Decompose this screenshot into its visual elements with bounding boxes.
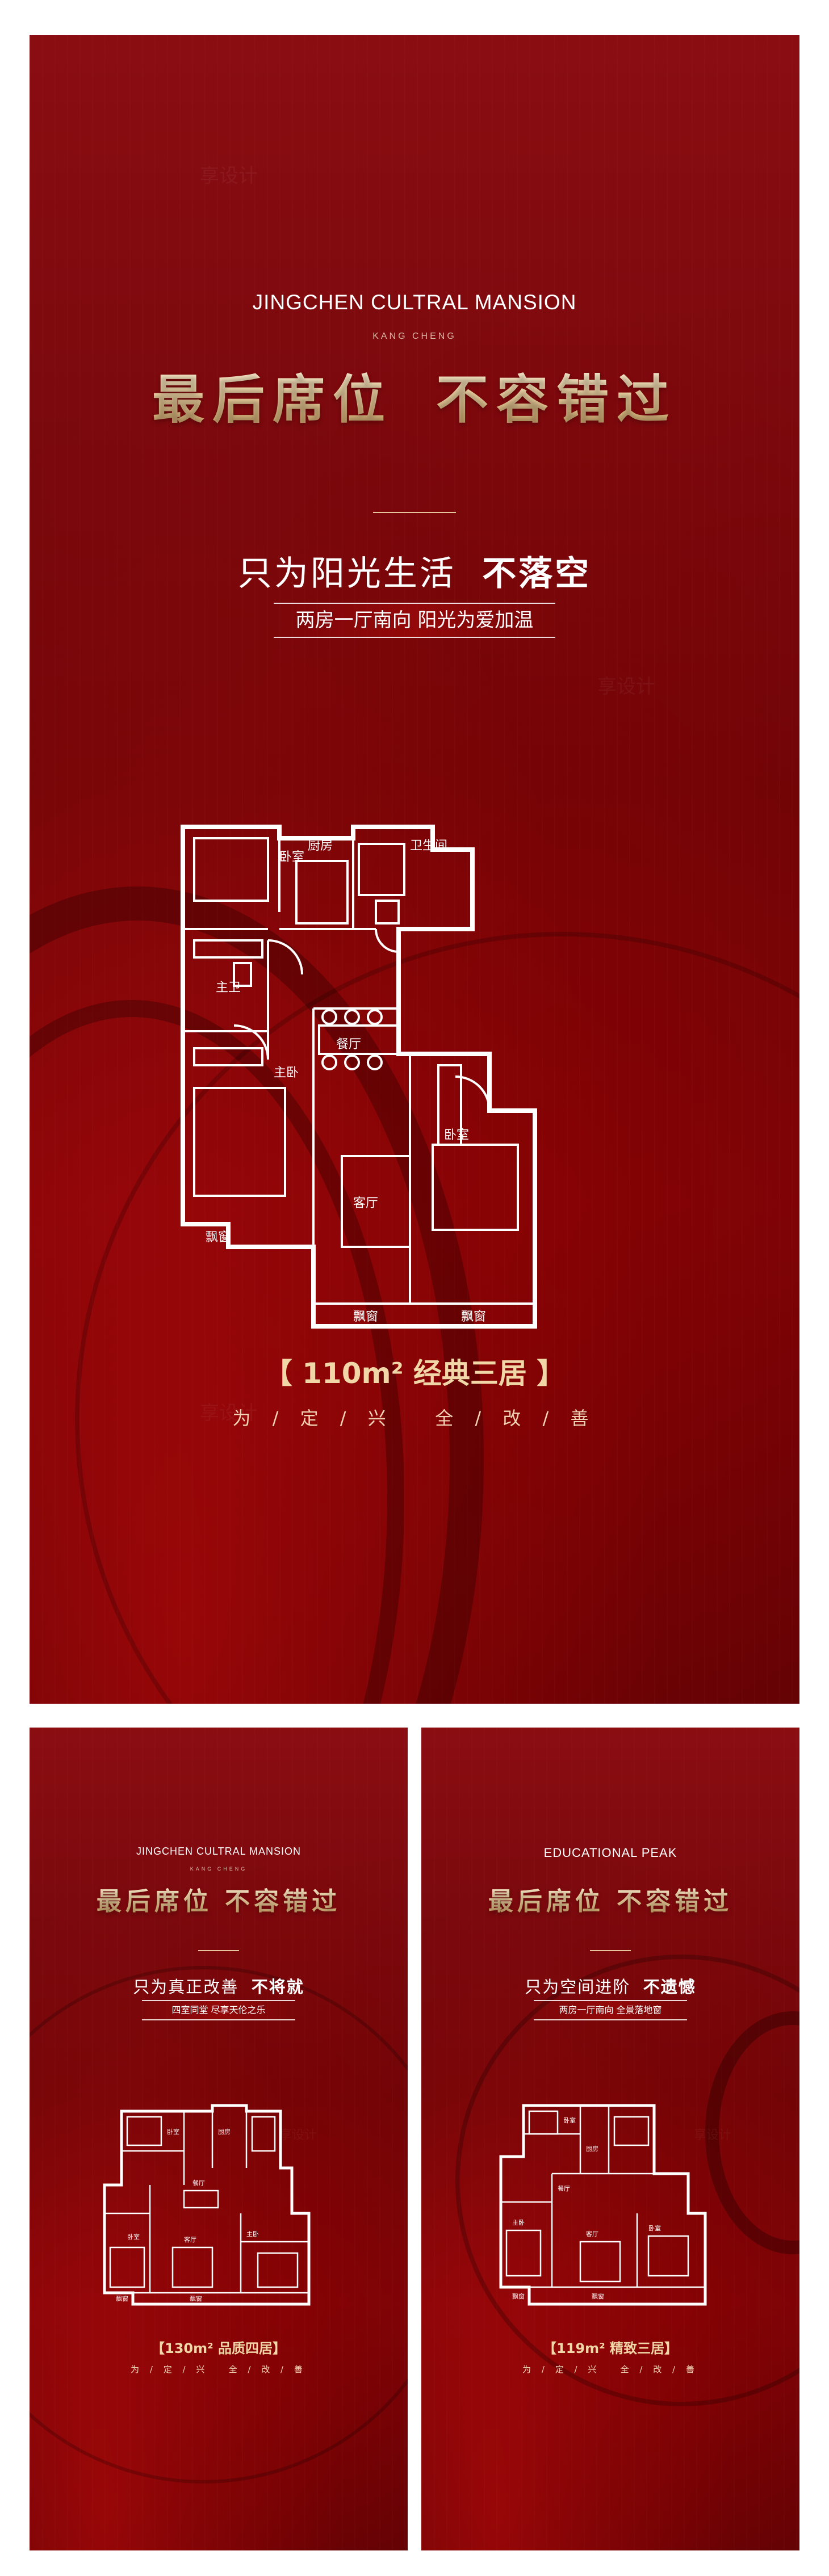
room-label: 主卧 <box>512 2219 525 2226</box>
floor-plan: 卧室 厨房 餐厅 主卧 客厅 卧室 飘窗 飘窗 <box>495 2094 734 2316</box>
room-label: 厨房 <box>586 2145 598 2153</box>
room-label: 餐厅 <box>558 2184 570 2192</box>
room-label: 厨房 <box>218 2128 231 2136</box>
left-poster: 享设计 JINGCHEN CULTRAL MANSION KANG CHENG … <box>30 1728 408 2550</box>
ribbon: 两房一厅南向 全景落地窗 <box>534 2000 687 2020</box>
room-label: 飘窗 <box>353 1310 378 1324</box>
room-label: 卫生间 <box>410 839 447 853</box>
room-label: 客厅 <box>586 2230 598 2238</box>
decorative-swirl <box>30 1966 408 2483</box>
room-label: 飘窗 <box>461 1310 486 1324</box>
main-title: 最后席位 不容错过 <box>421 1881 799 1917</box>
area-title: 【130m² 品质四居】 <box>151 2340 286 2356</box>
right-poster: 享设计 EDUCATIONAL PEAK 最后席位 不容错过 只为空间进阶 不遗… <box>421 1728 799 2550</box>
room-label: 飘窗 <box>116 2295 128 2302</box>
main-title: 最后席位 不容错过 <box>30 1881 408 1917</box>
room-label: 餐厅 <box>336 1037 361 1052</box>
room-label: 卧室 <box>444 1128 469 1142</box>
room-label: 卧室 <box>167 2128 179 2136</box>
watermark: 享设计 <box>694 2128 732 2142</box>
main-title: 最后席位 不容错过 <box>30 358 799 433</box>
room-label: 卧室 <box>279 850 304 864</box>
motto: 为 / 定 / 兴 全 / 改 / 善 <box>232 1407 597 1429</box>
slogan-text: 只为真正改善 <box>133 1977 239 1997</box>
english-subtitle: KANG CHENG <box>372 331 457 341</box>
room-label: 主卫 <box>216 981 241 995</box>
divider <box>373 512 456 513</box>
slogan-text: 只为空间进阶 <box>525 1977 631 1997</box>
slogan: 只为真正改善 不将就 <box>30 1974 408 1998</box>
room-label: 飘窗 <box>512 2292 525 2300</box>
room-label: 卧室 <box>563 2116 576 2124</box>
watermark: 享设计 <box>279 2128 317 2142</box>
room-label: 飘窗 <box>206 1230 231 1245</box>
slogan-emphasis: 不将就 <box>251 1977 304 1997</box>
english-title: JINGCHEN CULTRAL MANSION <box>252 291 577 314</box>
english-title: JINGCHEN CULTRAL MANSION <box>136 1846 302 1857</box>
slogan-text: 只为阳光生活 <box>237 554 456 594</box>
slogan: 只为空间进阶 不遗憾 <box>421 1974 799 1998</box>
room-label: 飘窗 <box>190 2295 202 2302</box>
motto: 为 / 定 / 兴 全 / 改 / 善 <box>131 2364 307 2375</box>
slogan-emphasis: 不遗憾 <box>643 1977 696 1997</box>
floor-plan: 卧室 厨房 卫生间 主卫 餐厅 主卧 客厅 卧室 飘窗 飘窗 飘窗 <box>171 793 626 1338</box>
watermark: 享设计 <box>200 165 258 187</box>
english-subtitle: KANG CHENG <box>190 1866 248 1872</box>
divider <box>590 1950 631 1951</box>
floor-plan: 卧室 厨房 餐厅 卧室 客厅 主卧 飘窗 飘窗 <box>99 2100 337 2316</box>
watermark: 享设计 <box>200 1402 258 1424</box>
slogan: 只为阳光生活 不落空 <box>30 546 799 595</box>
divider <box>198 1950 239 1951</box>
room-label: 飘窗 <box>592 2292 604 2300</box>
ribbon: 两房一厅南向 阳光为爱加温 <box>274 603 555 638</box>
ribbon: 四室同堂 尽享天伦之乐 <box>142 2000 295 2020</box>
room-label: 卧室 <box>127 2233 140 2241</box>
main-poster: 享设计 享设计 享设计 JINGCHEN CULTRAL MANSION KAN… <box>30 35 799 1704</box>
room-label: 餐厅 <box>192 2179 205 2187</box>
slogan-emphasis: 不落空 <box>482 554 592 594</box>
room-label: 主卧 <box>246 2230 259 2238</box>
room-label: 客厅 <box>353 1196 378 1211</box>
motto: 为 / 定 / 兴 全 / 改 / 善 <box>522 2364 698 2375</box>
watermark: 享设计 <box>597 675 655 698</box>
area-title: 【 110m² 经典三居 】 <box>263 1357 566 1390</box>
room-label: 厨房 <box>308 839 333 853</box>
room-label: 客厅 <box>184 2235 196 2243</box>
area-title: 【119m² 精致三居】 <box>543 2340 678 2356</box>
english-title: EDUCATIONAL PEAK <box>543 1846 677 1860</box>
room-label: 卧室 <box>648 2224 661 2232</box>
room-label: 主卧 <box>274 1066 299 1080</box>
